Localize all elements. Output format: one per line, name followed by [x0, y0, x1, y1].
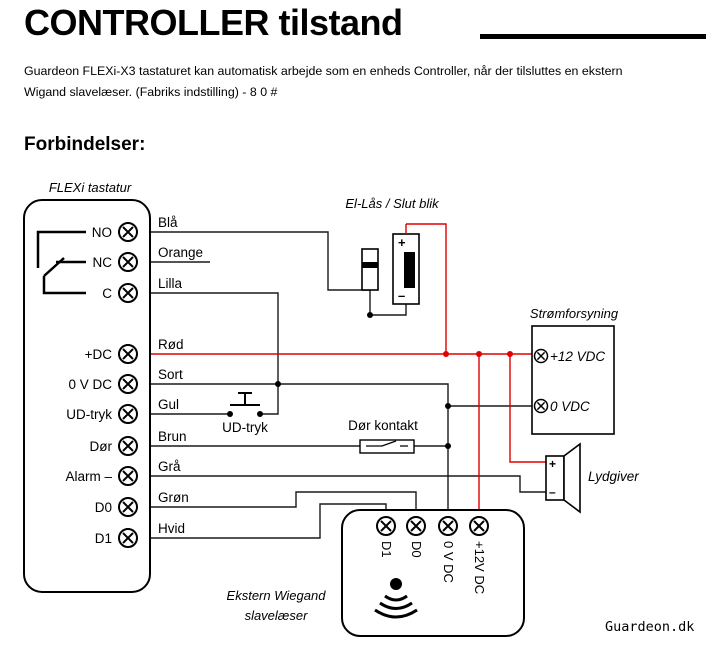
wire-label-graa: Grå: [158, 459, 181, 474]
rfid-icon: [374, 578, 418, 619]
terminal-screw-alarm: [118, 466, 138, 486]
terminal-label-alarm: Alarm –: [65, 469, 112, 484]
terminal-screw-doer: [118, 436, 138, 456]
wire-label-brun: Brun: [158, 429, 187, 444]
title-rule: [480, 34, 706, 39]
power-supply-box: [531, 325, 615, 435]
wire-buzzer-plus: [509, 354, 546, 463]
intro-line-2: Wigand slavelæser. (Fabriks indstilling)…: [24, 85, 278, 99]
wire-label-lilla: Lilla: [158, 276, 183, 291]
wire-graa: [140, 475, 546, 493]
red-wires: [140, 223, 546, 516]
reader-terminal-12v: [469, 516, 489, 536]
buzzer-minus-sign: –: [549, 485, 556, 499]
intro-text: Guardeon FLEXi-X3 tastaturet kan automat…: [24, 61, 694, 103]
keypad: FLEXi tastatur NO NC C +DC 0 V DC UD-try…: [23, 180, 151, 593]
exit-button-label: UD-tryk: [222, 420, 268, 435]
buzzer-plus-sign: +: [549, 457, 556, 471]
buzzer-label: Lydgiver: [588, 469, 639, 484]
keypad-title: FLEXi tastatur: [49, 180, 132, 195]
relay-switch: [43, 257, 65, 277]
reader-title-line1: Ekstern Wiegand: [227, 588, 327, 603]
relay-no-contact: [36, 230, 86, 268]
terminal-label-no: NO: [92, 225, 112, 240]
black-wires: [140, 231, 546, 539]
terminal-screw-0v-dc: [118, 374, 138, 394]
terminal-screw-d0: [118, 497, 138, 517]
wire-groen: [140, 491, 417, 516]
terminal-screw-ud-tryk: [118, 404, 138, 424]
reader-title-line2: slavelæser: [245, 608, 309, 623]
terminal-label-0v-dc: 0 V DC: [68, 377, 112, 392]
lock-diode-band: [362, 262, 378, 268]
reader-label-12v: +12V DC: [472, 541, 487, 594]
wire-labels: Blå Orange Lilla Rød Sort Gul Brun Grå G…: [158, 215, 203, 536]
door-contact: Dør kontakt: [348, 418, 418, 454]
terminal-label-doer: Dør: [90, 439, 113, 454]
reader-label-d1: D1: [379, 541, 394, 558]
buzzer: + – Lydgiver: [545, 442, 639, 514]
wire-label-orange: Orange: [158, 245, 203, 260]
terminal-label-d0: D0: [95, 500, 112, 515]
terminal-label-ud-tryk: UD-tryk: [66, 407, 112, 422]
electric-lock: El-Lås / Slut blik + –: [345, 196, 440, 305]
power-supply: Strømforsyning +12 VDC 0 VDC: [530, 306, 619, 435]
terminal-screw-c: [118, 283, 138, 303]
wire-label-sort: Sort: [158, 367, 183, 382]
reader-label-0v: 0 V DC: [441, 541, 456, 583]
psu-terminal-12v: [533, 348, 549, 364]
lock-plus-sign: +: [398, 235, 406, 250]
terminal-screw-d1: [118, 528, 138, 548]
power-supply-title: Strømforsyning: [530, 306, 619, 321]
wire-label-roed: Rød: [158, 337, 184, 352]
wire-lock-plus: [406, 223, 447, 354]
wire-sort: [140, 383, 449, 516]
exit-button: UD-tryk: [222, 392, 268, 435]
reader-terminal-d0: [406, 516, 426, 536]
reader-label-d0: D0: [409, 541, 424, 558]
terminal-screw-plus-dc: [118, 344, 138, 364]
terminal-label-c: C: [102, 286, 112, 301]
page-title: CONTROLLER tilstand: [24, 2, 403, 43]
brand-label: Guardeon.dk: [605, 619, 695, 635]
terminal-screw-no: [118, 222, 138, 242]
terminal-label-nc: NC: [93, 255, 113, 270]
terminal-label-d1: D1: [95, 531, 112, 546]
lock-coil: [404, 252, 415, 288]
wiegand-reader: D1 D0 0 V DC +12V DC Ekstern Wiegand sla…: [227, 509, 525, 637]
wire-hvid: [140, 503, 387, 539]
relay-c-contact: [42, 276, 86, 295]
lock-minus-sign: –: [398, 288, 405, 303]
wire-label-hvid: Hvid: [158, 521, 185, 536]
lock-diode-body: [361, 248, 379, 291]
terminal-label-plus-dc: +DC: [85, 347, 113, 362]
reader-terminal-d1: [376, 516, 396, 536]
wire-label-groen: Grøn: [158, 490, 189, 505]
psu-terminal-0v: [533, 398, 549, 414]
reader-body: [341, 509, 525, 637]
intro-line-1: Guardeon FLEXi-X3 tastaturet kan automat…: [24, 64, 623, 78]
wire-label-gul: Gul: [158, 397, 179, 412]
door-contact-label: Dør kontakt: [348, 418, 418, 433]
wire-label-blaa: Blå: [158, 215, 178, 230]
lock-title: El-Lås / Slut blik: [345, 196, 440, 211]
psu-label-12v: +12 VDC: [550, 349, 605, 364]
section-title: Forbindelser:: [24, 134, 146, 155]
wire-lock-return: [369, 290, 407, 316]
reader-terminal-0v: [438, 516, 458, 536]
keypad-body: [23, 199, 151, 593]
junction-dots: [275, 312, 513, 449]
psu-label-0v: 0 VDC: [550, 399, 590, 414]
terminal-screw-nc: [118, 252, 138, 272]
